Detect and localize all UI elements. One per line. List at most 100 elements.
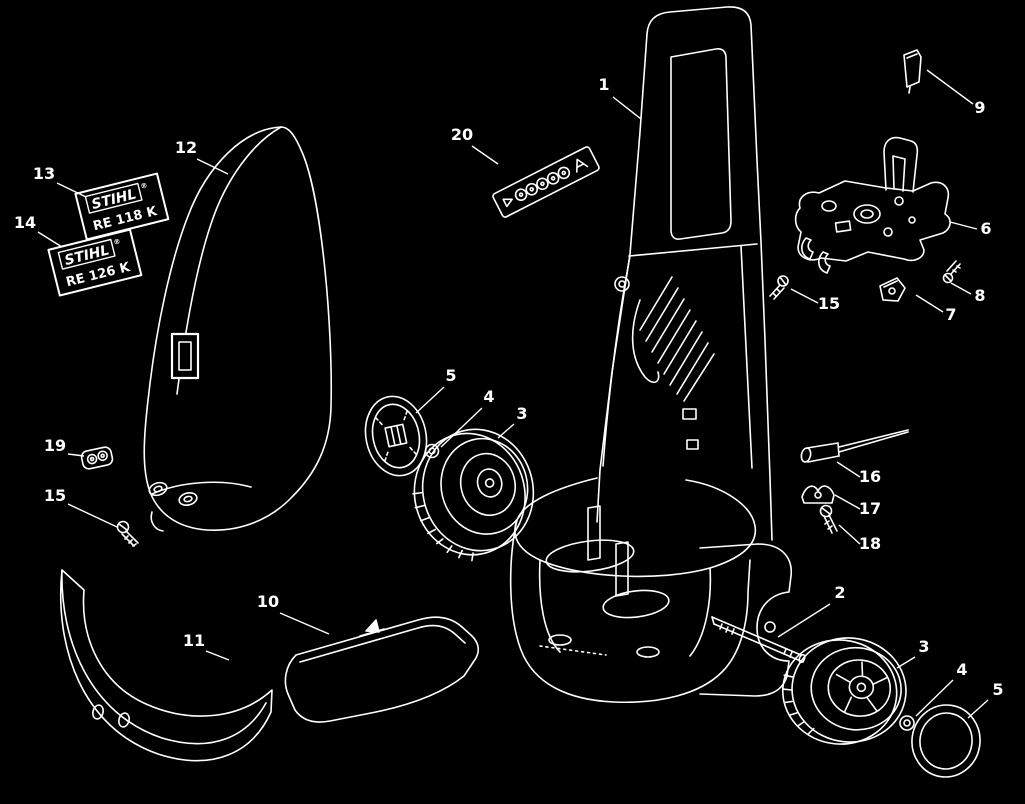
housing-hole-right xyxy=(178,491,198,507)
housing-outline xyxy=(143,126,333,531)
part-screw-15-right xyxy=(769,275,789,300)
callout-leader-14-4 xyxy=(37,231,63,248)
callout-number-7-8: 7 xyxy=(945,305,956,324)
tire-treads xyxy=(412,491,474,562)
callout-number-10-18: 10 xyxy=(257,592,279,611)
brand-box xyxy=(84,182,143,214)
callout-leader-7-8 xyxy=(915,294,944,313)
base-fin-left xyxy=(587,505,601,561)
callout-number-11-20: 11 xyxy=(183,631,205,650)
callout-number-12-2: 12 xyxy=(175,138,197,157)
housing-window xyxy=(170,332,200,380)
bracket-hole-large xyxy=(853,204,881,224)
callout-number-5-10: 5 xyxy=(445,366,456,385)
hose-boss-hole xyxy=(618,280,626,288)
bracket-foot xyxy=(801,237,814,260)
callout-number-20-1: 20 xyxy=(451,125,473,144)
base-seam xyxy=(539,645,607,656)
callout-leader-3-12 xyxy=(497,423,515,439)
callout-leader-2-19 xyxy=(777,603,831,638)
callout-number-1-0: 1 xyxy=(598,75,609,94)
callout-leader-5-10 xyxy=(415,386,445,414)
frame-slot-upper xyxy=(682,408,697,420)
callout-leader-3-21 xyxy=(896,656,916,669)
base-inner-left xyxy=(538,559,561,653)
part-tray xyxy=(284,616,480,723)
bracket-hole xyxy=(883,227,893,237)
callout-leader-10-18 xyxy=(279,612,330,635)
sticker-border xyxy=(47,228,143,297)
dial-icon xyxy=(546,172,560,185)
callout-leader-4-22 xyxy=(915,679,954,717)
axle-hole xyxy=(764,621,776,633)
part-symbol-strip xyxy=(492,146,600,218)
part-wheel-front xyxy=(412,428,535,562)
part-wheel-rear xyxy=(781,637,907,745)
tray-arrow-marker xyxy=(365,619,380,633)
deck-opening-small xyxy=(602,589,670,619)
handle-cutout xyxy=(670,48,732,240)
callout-number-14-4: 14 xyxy=(14,213,36,232)
hose-boss xyxy=(614,276,630,292)
part-hubcap-rear xyxy=(911,704,981,778)
callout-number-19-13: 19 xyxy=(44,436,66,455)
part-cap xyxy=(903,49,922,94)
callout-leader-18-17 xyxy=(838,524,861,545)
frame-slot-lower xyxy=(686,439,699,450)
callout-number-2-19: 2 xyxy=(834,583,845,602)
letter-a-icon xyxy=(575,158,589,173)
strip-outline xyxy=(492,146,600,218)
frame-right-edge xyxy=(646,6,773,541)
callout-leader-9-5 xyxy=(926,69,974,105)
part-screw-8 xyxy=(942,260,961,284)
wheel-hub xyxy=(476,468,503,498)
part-clip xyxy=(801,485,835,504)
part-frame xyxy=(509,6,792,704)
part-washer-rear xyxy=(899,715,915,731)
cable-loop xyxy=(631,299,660,384)
callout-leader-15-9 xyxy=(790,288,819,304)
callout-number-4-11: 4 xyxy=(483,387,494,406)
callout-leader-8-7 xyxy=(950,282,972,295)
callout-leader-17-16 xyxy=(834,494,861,510)
hubcap-boss xyxy=(384,423,408,448)
column-inner-right xyxy=(740,245,753,469)
vent-slots xyxy=(639,276,715,402)
dial-icon xyxy=(525,182,539,196)
callout-number-5-23: 5 xyxy=(992,680,1003,699)
callout-number-17-16: 17 xyxy=(859,499,881,518)
part-grommet xyxy=(80,446,114,470)
housing-hole-left xyxy=(148,481,168,497)
part-hubcap-front xyxy=(364,395,428,477)
sticker-reg-mark: ® xyxy=(113,237,122,246)
guard-hole xyxy=(118,712,130,728)
base-hole-right xyxy=(636,646,660,658)
bracket-slot xyxy=(834,220,852,233)
dial-icon xyxy=(536,177,549,191)
guard-hole xyxy=(92,704,104,720)
callout-leader-20-1 xyxy=(471,145,499,165)
callout-leader-13-3 xyxy=(56,182,87,198)
callout-leader-16-15 xyxy=(836,461,861,478)
base-hole-left xyxy=(548,634,572,646)
callout-leader-15-14 xyxy=(67,503,118,528)
callout-number-8-7: 8 xyxy=(974,286,985,305)
callout-number-3-21: 3 xyxy=(918,637,929,656)
callout-leader-12-2 xyxy=(196,158,229,175)
base-fin-right xyxy=(615,541,629,597)
callout-number-16-15: 16 xyxy=(859,467,881,486)
callout-number-6-6: 6 xyxy=(980,219,991,238)
part-screw-15-left xyxy=(116,520,139,547)
callout-number-18-17: 18 xyxy=(859,534,881,553)
callout-leader-5-23 xyxy=(967,699,989,719)
bracket-hole xyxy=(894,196,904,206)
handle-crossbar xyxy=(628,243,758,257)
dial-icon xyxy=(557,166,571,180)
part-axle xyxy=(711,616,806,664)
base-inner-right xyxy=(689,567,712,657)
callout-leader-19-13 xyxy=(67,453,85,457)
callout-leader-1-0 xyxy=(612,96,642,120)
